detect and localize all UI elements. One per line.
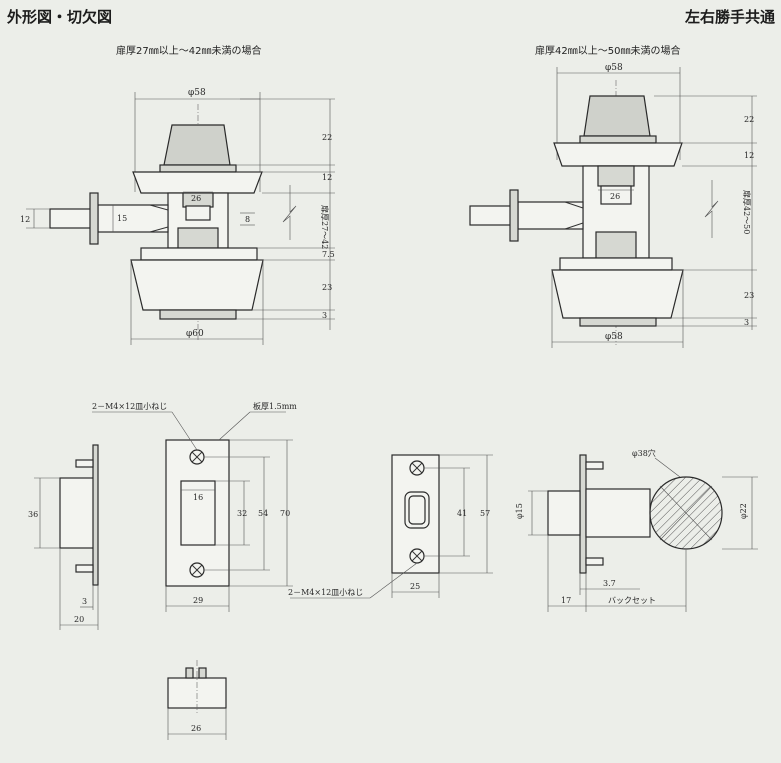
dim-26-left: 26 — [191, 194, 201, 203]
caption-thick-door: 扉厚42㎜以上～50㎜未満の場合 — [535, 46, 681, 57]
page-title: 外形図・切欠図 — [7, 8, 113, 26]
dim-backset: バックセット — [608, 596, 656, 605]
assembly-thin-door: φ58 26 12 15 — [20, 88, 335, 345]
dim-29: 29 — [193, 596, 203, 605]
dim-phi58-bottom: φ58 — [605, 332, 623, 342]
dim-20: 20 — [74, 615, 84, 624]
dim-22-left: 22 — [322, 133, 332, 142]
dim-23-left: 23 — [322, 283, 332, 292]
note-plate-thickness: 板厚1.5mm — [253, 401, 297, 411]
dim-57: 57 — [480, 509, 490, 518]
dim-8-left: 8 — [245, 215, 250, 224]
latch-bottom-view: 26 — [167, 660, 227, 740]
dim-54: 54 — [258, 509, 268, 518]
dim-door-27-42: 扉厚27～42 — [320, 205, 330, 249]
dim-door-42-50: 扉厚42～50 — [742, 190, 752, 234]
dim-phi15: φ15 — [515, 503, 524, 519]
dim-3-left: 3 — [322, 311, 327, 320]
dim-32: 32 — [237, 509, 247, 518]
dim-17: 17 — [561, 596, 571, 605]
dim-3-strike: 3 — [82, 597, 87, 606]
dim-12-left: 12 — [20, 215, 30, 224]
dim-36: 36 — [28, 510, 38, 519]
dim-3-right: 3 — [744, 318, 749, 327]
note-screw-bottom: 2－M4×12皿小ねじ — [288, 588, 363, 597]
dim-phi58-left: φ58 — [188, 88, 206, 98]
dim-22-right: 22 — [744, 115, 754, 124]
strike-plate: 41 57 25 2－M4×12皿小ねじ — [288, 454, 493, 599]
dim-phi22: φ22 — [739, 503, 748, 519]
note-screw-top: 2－M4×12皿小ねじ — [92, 402, 167, 411]
dim-12-right: 12 — [744, 151, 754, 160]
dim-7-5-left: 7.5 — [322, 250, 335, 259]
dim-23-right: 23 — [744, 291, 754, 300]
dim-phi38: φ38穴 — [632, 448, 656, 458]
bore-hole-view: φ38穴 φ15 φ22 3.7 17 バックセット — [515, 448, 758, 612]
dim-70: 70 — [280, 509, 290, 518]
dim-15-left: 15 — [117, 214, 127, 223]
caption-thin-door: 扉厚27㎜以上～42㎜未満の場合 — [116, 46, 262, 57]
latch-side-view: 36 3 20 — [28, 444, 99, 630]
assembly-thick-door: φ58 26 22 12 扉厚42～50 23 3 φ58 — [469, 63, 757, 348]
dim-26-bottom: 26 — [191, 724, 201, 733]
dim-3-7: 3.7 — [603, 579, 616, 588]
dim-phi58-right: φ58 — [605, 63, 623, 73]
dim-16: 16 — [193, 493, 203, 502]
dim-41: 41 — [457, 509, 467, 518]
handing-note: 左右勝手共通 — [684, 8, 775, 26]
dim-phi60-left: φ60 — [186, 329, 204, 339]
face-plate-front: 16 32 54 70 29 2－M4×12皿小ねじ 板厚1.5mm — [92, 401, 297, 612]
dim-25: 25 — [410, 582, 420, 591]
dim-26-right: 26 — [610, 192, 620, 201]
dim-12b-left: 12 — [322, 173, 332, 182]
